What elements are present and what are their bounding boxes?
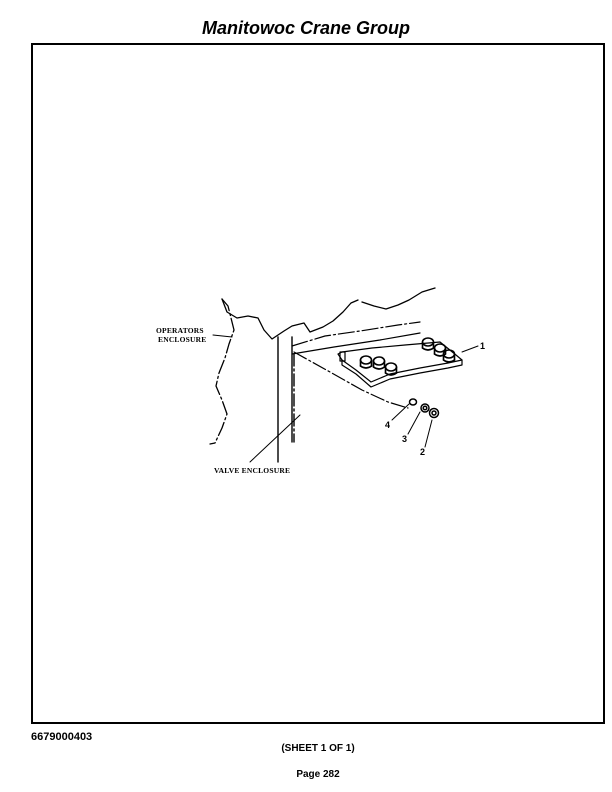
item-number-1: 1 xyxy=(480,341,485,351)
item-number-2: 2 xyxy=(420,447,425,457)
valve-plate xyxy=(337,341,463,388)
item-number-4: 4 xyxy=(385,420,390,430)
sheet-indicator: (SHEET 1 OF 1) xyxy=(281,743,355,754)
valve-enclosure-edges xyxy=(291,321,421,409)
drawing-frame xyxy=(31,43,605,724)
page-title: Manitowoc Crane Group xyxy=(201,18,410,38)
operators-enclosure-outline xyxy=(209,287,436,445)
fastener-hardware xyxy=(408,398,440,419)
plate-fittings xyxy=(359,337,456,376)
operators-enclosure-label: OPERATORS xyxy=(156,326,204,335)
leader-lines xyxy=(212,334,479,463)
document-number: 6679000403 xyxy=(31,731,93,743)
item-number-3: 3 xyxy=(402,434,407,444)
valve-enclosure-walls xyxy=(277,336,295,463)
operators-enclosure-label-line2: ENCLOSURE xyxy=(158,335,206,344)
page-number: Page 282 xyxy=(296,769,340,780)
valve-enclosure-label: VALVE ENCLOSURE xyxy=(214,466,290,475)
